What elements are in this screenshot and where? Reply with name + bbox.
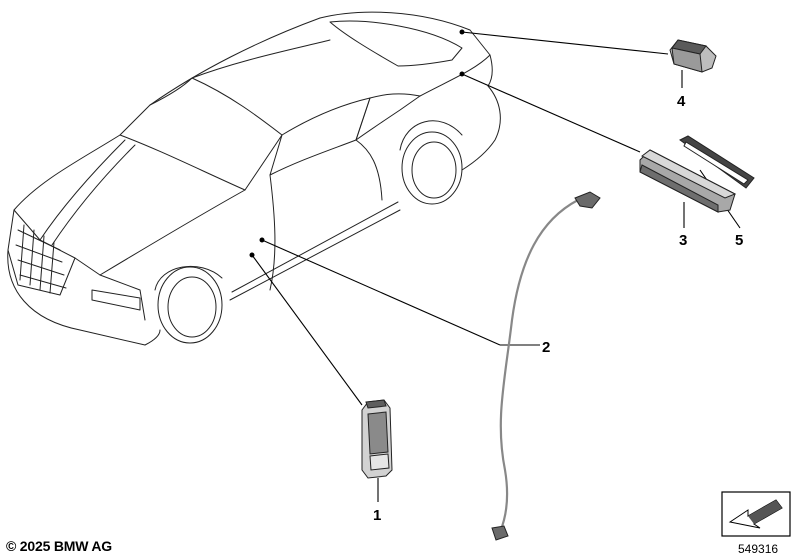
leader-dot-1 [249, 252, 255, 258]
part-4-lamp [669, 39, 717, 73]
car-illustration [7, 11, 501, 346]
leader-dot-3 [459, 71, 465, 77]
leader-line-3 [461, 73, 641, 153]
leader-line-2 [261, 239, 501, 346]
part-1-door-lamp [361, 399, 393, 479]
callout-2: 2 [542, 339, 550, 356]
callout-4: 4 [677, 93, 686, 110]
part-5-gasket [679, 135, 755, 189]
leader-dot-4 [459, 29, 465, 35]
part-3-light-bar [639, 149, 737, 213]
part-2-cable [491, 191, 601, 541]
copyright-text: © 2025 BMW AG [6, 538, 112, 554]
callout-1: 1 [373, 507, 381, 524]
arrow-reference-icon [721, 491, 791, 537]
leader-lines [249, 29, 741, 502]
diagram-id: 549316 [738, 542, 779, 556]
leader-line-4 [461, 31, 669, 55]
callout-3: 3 [679, 232, 687, 249]
callout-5: 5 [735, 232, 743, 249]
leader-dot-2 [259, 237, 265, 243]
leader-line-1 [251, 254, 363, 406]
